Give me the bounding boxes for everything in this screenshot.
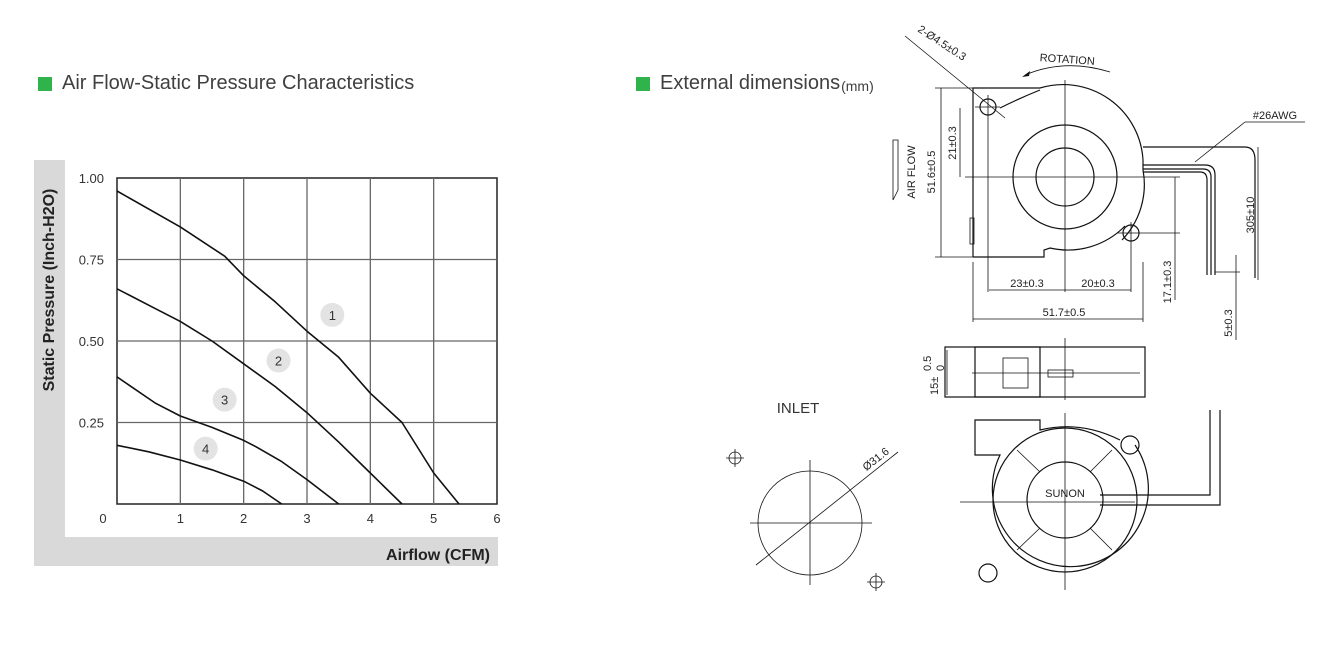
- x-axis-label: Airflow (CFM): [386, 547, 490, 564]
- curve-label-4: 4: [202, 442, 209, 457]
- chart-grid: [116, 177, 498, 505]
- curve-label-1: 1: [329, 308, 336, 323]
- x-tick-label: 4: [367, 511, 374, 526]
- air-flow-arrow-icon: [892, 139, 899, 201]
- curve-marker-1: [320, 302, 345, 327]
- mount-hole: [979, 98, 997, 116]
- inlet-view: INLET Ø31.6: [726, 400, 899, 591]
- x-tick-label: 1: [177, 511, 184, 526]
- hole-offset-left: 23±0.3: [1010, 278, 1044, 290]
- height-dimension: 51.6±0.5: [926, 151, 938, 194]
- inlet-diameter: Ø31.6: [861, 446, 892, 474]
- green-square-icon: [38, 76, 52, 91]
- fan-top-view: ROTATION 2-Ø4.5±0.3 #26AWG AIR FLOW 51.6…: [892, 23, 1305, 340]
- curve-4: [116, 444, 283, 505]
- curve-label-3: 3: [221, 393, 228, 408]
- x-tick-label: 5: [430, 511, 437, 526]
- wire-gauge: #26AWG: [1253, 110, 1297, 122]
- green-square-icon: [636, 76, 650, 91]
- brand-label: SUNON: [1045, 488, 1085, 500]
- hole-offset-low: 17.1±0.3: [1162, 261, 1174, 304]
- chart-section-title: Air Flow-Static Pressure Characteristics: [38, 72, 414, 95]
- hub: [1035, 147, 1095, 207]
- x-tick-label: 6: [493, 511, 500, 526]
- pressure-chart: 1 2 3 4 0 1 2 3 4 5 6 0.25 0.50 0.75 1.00 Airflow (CF…: [34, 160, 501, 566]
- inlet-label: INLET: [777, 400, 820, 417]
- y-tick-label: 0.25: [79, 416, 104, 431]
- chart-curves: 1 2 3 4: [116, 190, 460, 505]
- curve-label-2: 2: [275, 354, 282, 369]
- y-tick-label: 1.00: [79, 171, 104, 186]
- y-tick-label: 0.50: [79, 334, 104, 349]
- curve-marker-2: [266, 348, 291, 373]
- chart-title: Air Flow-Static Pressure Characteristics: [62, 72, 415, 94]
- chart-ticks: 0 1 2 3 4 5 6 0.25 0.50 0.75 1.00: [79, 171, 501, 526]
- hole-offset-right: 20±0.3: [1081, 278, 1115, 290]
- fan-bottom-view: SUNON: [960, 410, 1221, 590]
- curve-2: [116, 288, 403, 505]
- y-axis-label: Static Pressure (Inch-H2O): [41, 189, 58, 392]
- curve-3: [116, 376, 340, 505]
- thickness-tolerance-lower: 0: [935, 365, 947, 371]
- fan-side-view: 15± 0.5 0: [922, 338, 1146, 400]
- rotation-label: ROTATION: [1039, 52, 1095, 68]
- x-tick-label: 3: [303, 511, 310, 526]
- dimensions-unit: (mm): [841, 77, 874, 94]
- x-tick-label: 0: [99, 511, 106, 526]
- thickness-dimension: 15±: [929, 377, 941, 395]
- wire-length: 305±10: [1245, 197, 1257, 234]
- wire-strip-length: 5±0.3: [1223, 309, 1235, 336]
- impeller: [1012, 124, 1118, 230]
- air-flow-label: AIR FLOW: [906, 145, 918, 199]
- y-tick-label: 0.75: [79, 253, 104, 268]
- curve-1: [116, 190, 460, 505]
- hole-offset-vertical: 21±0.3: [947, 126, 959, 160]
- dimensions-title: External dimensions: [660, 72, 841, 94]
- dimensions-section-title: External dimensions (mm): [636, 72, 874, 95]
- thickness-tolerance-upper: 0.5: [922, 356, 934, 371]
- width-dimension: 51.7±0.5: [1043, 307, 1086, 319]
- x-tick-label: 2: [240, 511, 247, 526]
- curve-marker-4: [193, 436, 218, 461]
- curve-marker-3: [212, 387, 237, 412]
- mount-hole: [1122, 224, 1140, 242]
- holes-dimension: 2-Ø4.5±0.3: [915, 23, 968, 63]
